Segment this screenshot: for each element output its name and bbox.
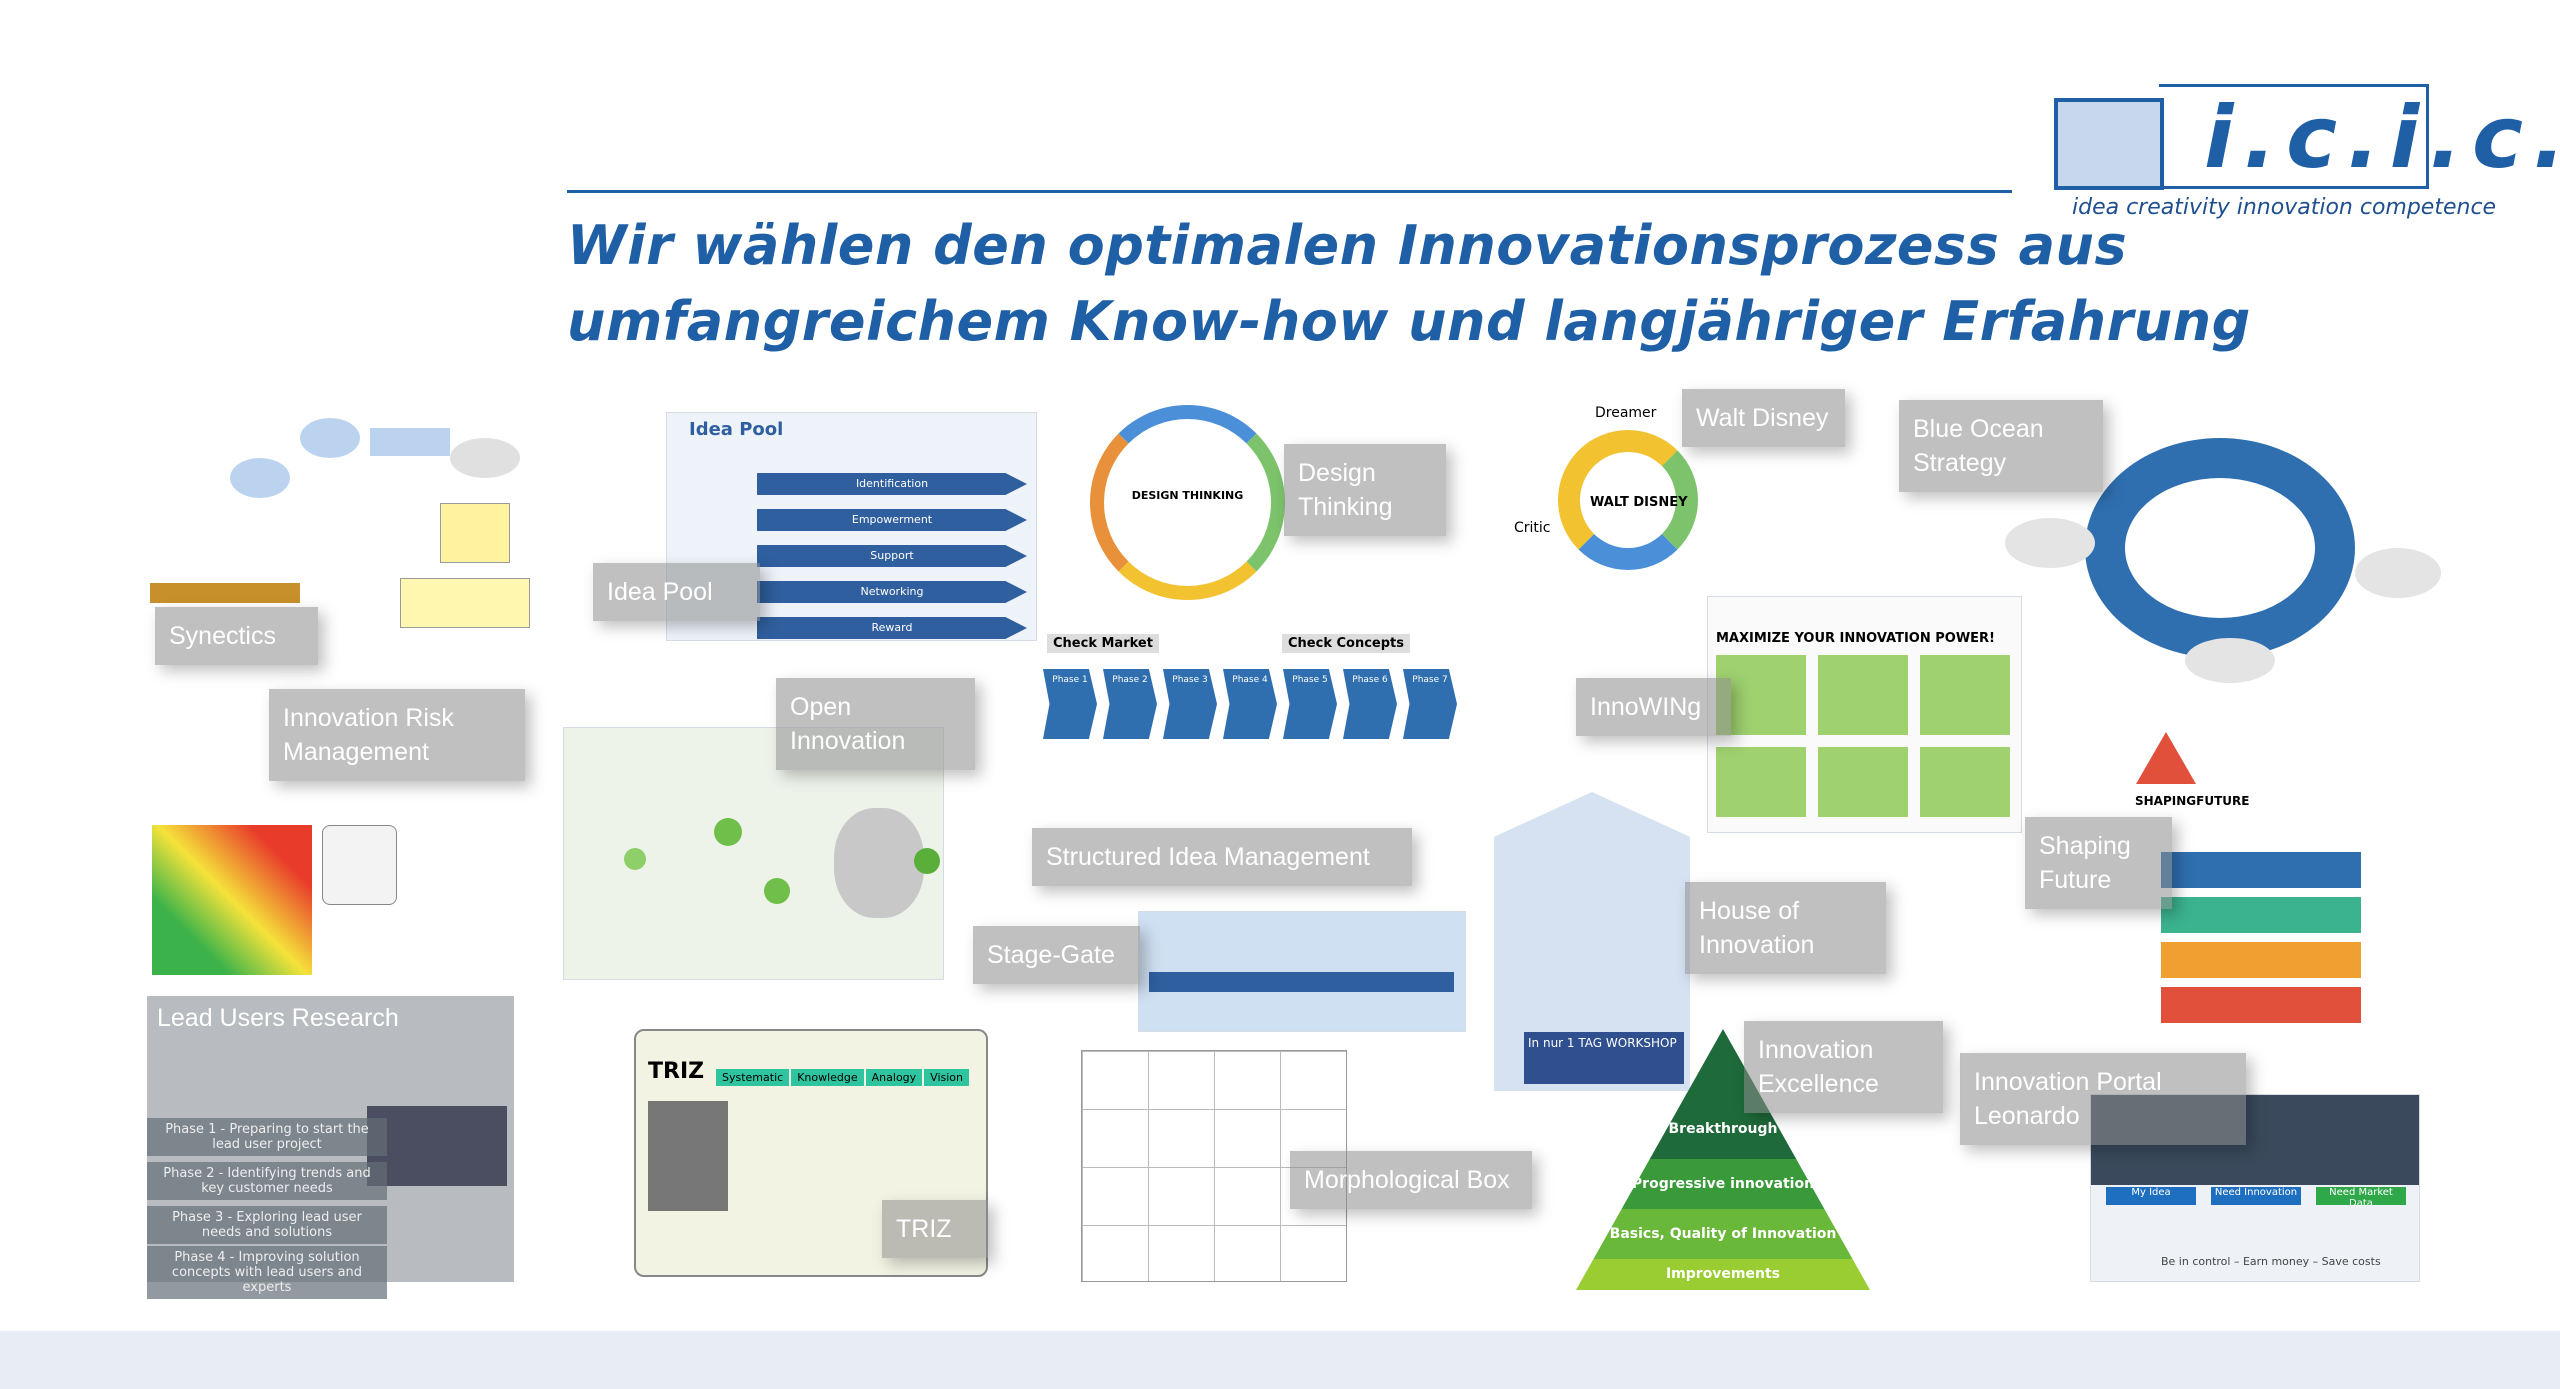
phase-step: Phase 6 [1343, 669, 1397, 739]
risk-matrix [147, 735, 400, 988]
label-idea-pool: Idea Pool [593, 563, 760, 621]
label-stage-gate: Stage-Gate [973, 926, 1140, 984]
walt-disney-center: WALT DISNEY [1590, 495, 1688, 510]
label-house-of-innovation: House of Innovation [1685, 882, 1886, 974]
pool-bar: Support [757, 545, 1027, 567]
label-walt-disney: Walt Disney [1682, 389, 1845, 447]
logo-frame [2159, 84, 2429, 189]
walt-disney-diagram: WALT DISNEY Dreamer Critic [1478, 400, 1756, 604]
triz-tab: Knowledge [791, 1069, 864, 1086]
idea-pool-diagram: Idea Pool Identification Empowerment Sup… [666, 412, 1037, 641]
phase-step: Phase 3 [1163, 669, 1217, 739]
shaping-future-brand: SHAPINGFUTURE [2135, 794, 2250, 808]
logo-text: i.c.i.c. [2204, 88, 2560, 188]
title-rule [567, 190, 2012, 193]
pyramid-level: Progressive innovation [1576, 1159, 1870, 1209]
morphological-box [1081, 1050, 1347, 1282]
portal-market-data-button: Need Market Data [2316, 1187, 2406, 1209]
critic-label: Critic [1514, 520, 1551, 536]
dreamer-label: Dreamer [1595, 405, 1657, 421]
icic-logo: i.c.i.c. idea creativity innovation comp… [2054, 78, 2560, 223]
label-morphological-box: Morphological Box [1290, 1151, 1532, 1209]
house-workshop: In nur 1 TAG WORKSHOP [1524, 1032, 1684, 1084]
lead-user-phase: Phase 1 - Preparing to start the lead us… [147, 1118, 387, 1156]
label-triz: TRIZ [882, 1200, 988, 1258]
triz-tab: Systematic [716, 1069, 790, 1086]
design-thinking-circle: DESIGN THINKING [1090, 405, 1285, 600]
title-line-1: Wir wählen den optimalen Innovationsproz… [567, 214, 2128, 277]
portal-my-idea-button: My Idea [2106, 1187, 2196, 1205]
portal-footer: Be in control – Earn money – Save costs [2161, 1255, 2381, 1268]
pyramid-level: Basics, Quality of Innovation [1576, 1209, 1870, 1259]
triz-tab: Analogy [865, 1069, 923, 1086]
design-thinking-center: DESIGN THINKING [1131, 489, 1244, 502]
phase-step: Phase 5 [1283, 669, 1337, 739]
label-lead-users: Lead Users Research [157, 1004, 399, 1032]
check-concepts: Check Concepts [1282, 634, 1410, 653]
pool-bar: Identification [757, 473, 1027, 495]
check-market: Check Market [1047, 634, 1159, 653]
pool-bar: Empowerment [757, 509, 1027, 531]
lead-user-phase: Phase 3 - Exploring lead user needs and … [147, 1206, 387, 1244]
pool-bar: Reward [757, 617, 1027, 639]
pool-bar: Networking [757, 581, 1027, 603]
shaping-future-diagram: SHAPINGFUTURE [2131, 702, 2392, 1037]
page-title: Wir wählen den optimalen Innovationsproz… [567, 208, 2251, 360]
label-synectics: Synectics [155, 607, 318, 665]
house-of-innovation: In nur 1 TAG WORKSHOP [1494, 792, 1690, 1091]
portal-need-innovation-button: Need Innovation [2211, 1187, 2301, 1205]
footer-band [0, 1331, 2560, 1389]
blue-ocean-diagram [2005, 408, 2441, 686]
label-structured-idea-management: Structured Idea Management [1032, 828, 1412, 886]
innowing-heading: MAXIMIZE YOUR INNOVATION POWER! [1716, 631, 1995, 646]
title-line-2: umfangreichem Know-how und langjähriger … [567, 290, 2251, 353]
label-blue-ocean: Blue Ocean Strategy [1899, 400, 2103, 492]
label-shaping-future: Shaping Future [2025, 817, 2172, 909]
label-innovation-portal: Innovation Portal Leonardo [1960, 1053, 2246, 1145]
lead-users-diagram: Lead Users Research Phase 1 - Preparing … [147, 996, 514, 1299]
synectics-diagram [150, 408, 539, 637]
structured-idea-process: Check Market Check Concepts Phase 1 Phas… [1037, 629, 1467, 858]
label-design-thinking: Design Thinking [1284, 444, 1446, 536]
phase-step: Phase 1 [1043, 669, 1097, 739]
lead-user-phase: Phase 2 - Identifying trends and key cus… [147, 1162, 387, 1200]
window-icon [2054, 98, 2164, 190]
phase-step: Phase 7 [1403, 669, 1457, 739]
label-risk-management: Innovation Risk Management [269, 689, 525, 781]
idea-pool-heading: Idea Pool [689, 419, 784, 440]
stage-gate-diagram [1138, 911, 1466, 1032]
lead-user-phase: Phase 4 - Improving solution concepts wi… [147, 1246, 387, 1299]
label-innovation-excellence: Innovation Excellence [1744, 1021, 1943, 1113]
triz-heading: TRIZ [648, 1059, 705, 1084]
phase-step: Phase 4 [1223, 669, 1277, 739]
innowing-sheet: MAXIMIZE YOUR INNOVATION POWER! [1707, 596, 2022, 833]
phase-step: Phase 2 [1103, 669, 1157, 739]
logo-tagline: idea creativity innovation competence [2072, 195, 2497, 220]
label-open-innovation: Open Innovation [776, 678, 975, 770]
triz-tab: Vision [924, 1069, 969, 1086]
label-innowing: InnoWINg [1576, 678, 1731, 736]
pyramid-level: Improvements [1576, 1259, 1870, 1290]
